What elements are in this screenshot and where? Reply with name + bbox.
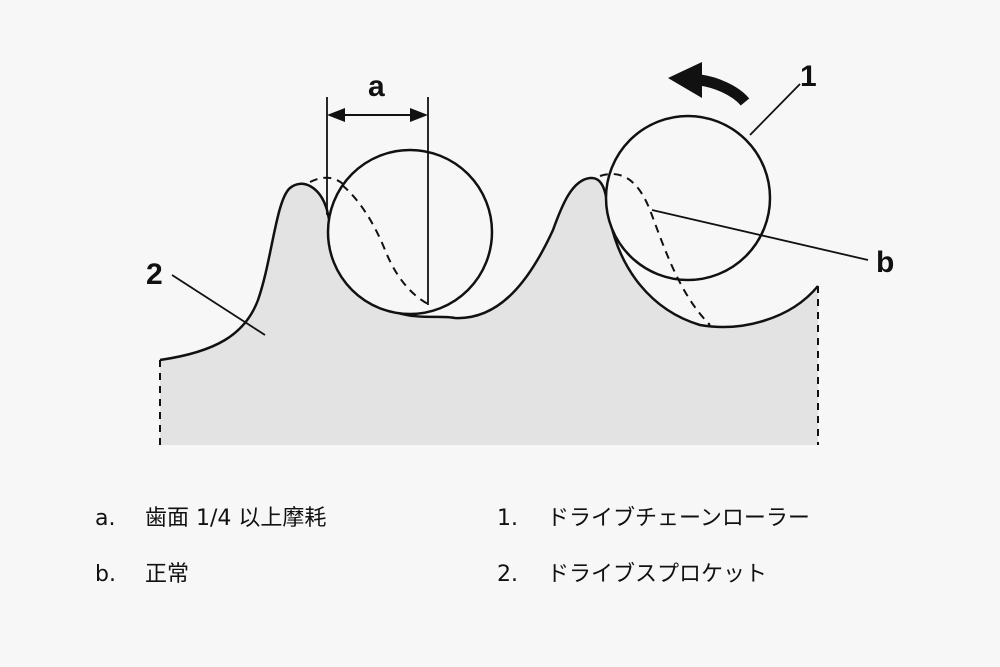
legend-item-b: b. 正常 [95,560,189,590]
label-1: 1 [800,60,817,93]
legend-text: 歯面 1/4 以上摩耗 [145,506,327,531]
legend-key: b. [95,562,116,587]
normal-tooth-dashed-profile [599,173,711,326]
worn-tooth-dashed-inside [341,184,431,306]
legend-text: 正常 [145,562,190,587]
leader-line-b [651,209,869,261]
roller-worn-tooth [326,148,494,316]
legend-text: ドライブチェーンローラー [547,506,810,531]
worn-tooth-original-profile [309,176,431,306]
dimension-a-arrow-right [410,108,428,122]
legend-item-a: a. 歯面 1/4 以上摩耗 [95,504,326,534]
legend: a. 歯面 1/4 以上摩耗 b. 正常 1. ドライブチェーンローラー 2. ドライブ… [0,500,1000,620]
leader-line-2 [171,274,266,336]
drive-chain-roller [604,114,772,282]
legend-item-2: 2. ドライブスプロケット [497,560,767,590]
legend-key: 1. [497,506,518,531]
legend-text: ドライブスプロケット [547,562,768,587]
leader-line-1 [749,83,801,136]
legend-key: a. [95,506,116,531]
drive-sprocket-outline [159,176,819,362]
dimension-a-arrow-left [327,108,345,122]
rotation-arrow-head [668,62,702,98]
legend-key: 2. [497,562,518,587]
rotation-direction-arrow [699,74,750,106]
label-a: a [368,70,385,103]
sprocket-roller-diagram: a 1 b 2 [146,60,894,445]
legend-item-1: 1. ドライブチェーンローラー [497,504,810,534]
label-2: 2 [146,258,163,291]
label-b: b [876,246,894,279]
